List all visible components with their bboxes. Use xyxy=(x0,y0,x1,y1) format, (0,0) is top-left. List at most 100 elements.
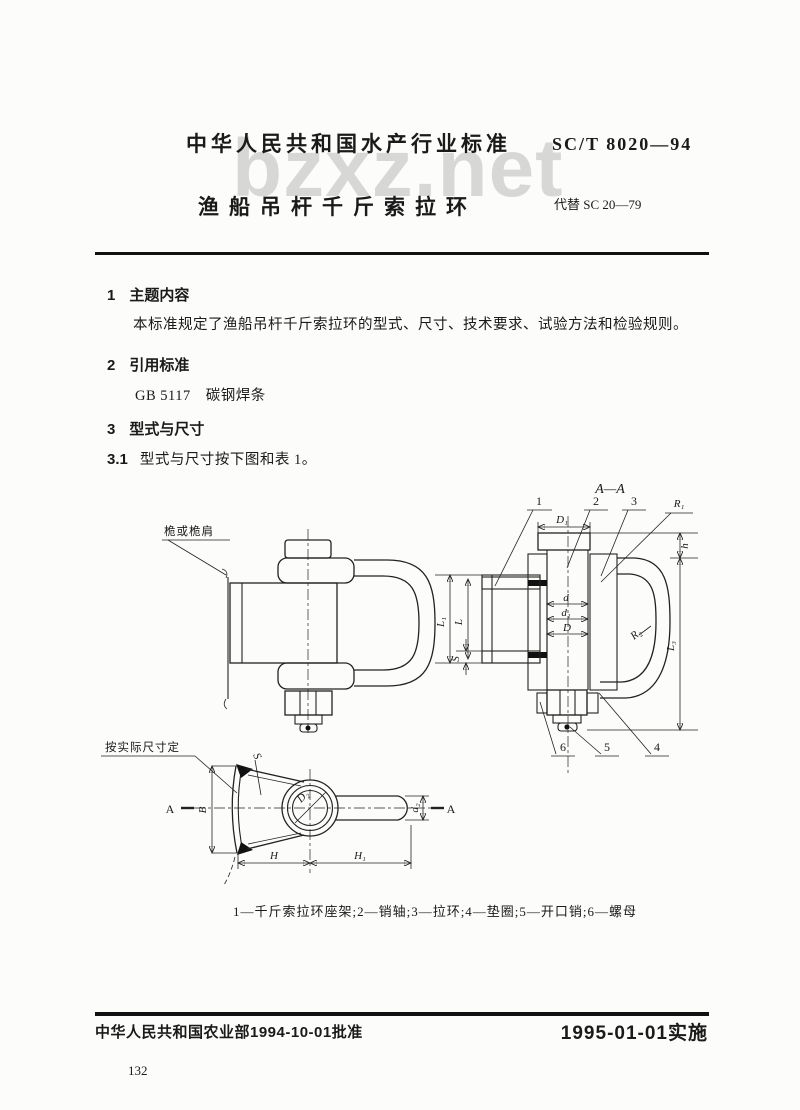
weld-band-top xyxy=(528,580,547,586)
ring-outer-contour xyxy=(354,559,436,687)
watermark-text: bzxz.net xyxy=(232,123,564,214)
frame-top-edge xyxy=(245,768,305,783)
dim-label-D: D xyxy=(562,622,571,634)
cotter-section xyxy=(557,722,578,732)
section-31-text: 型式与尺寸按下图和表 1。 xyxy=(139,452,317,468)
section-2-text: GB 5117 碳钢焊条 xyxy=(135,388,266,404)
ring-top-lug xyxy=(277,557,355,584)
callout-5: 5 xyxy=(604,740,610,754)
dim-label-d1: d₁ xyxy=(561,607,571,619)
callout-5-leader xyxy=(569,726,602,755)
washer-side-view xyxy=(294,714,323,725)
figure-side-view: 桅或桅肩 xyxy=(162,524,436,733)
dim-label-d2: d₂ xyxy=(409,803,421,813)
frame-bottom-edge-inner xyxy=(247,832,302,845)
section-31-number: 3.1 xyxy=(107,451,128,468)
s-top-leader xyxy=(254,759,262,796)
section-2-number: 2 xyxy=(107,357,116,374)
dim-label-H: H xyxy=(269,850,279,862)
section-letter-right: A xyxy=(447,802,456,816)
callout-1-leader xyxy=(494,509,534,587)
ring-bottom-lug xyxy=(277,662,355,690)
header-rule xyxy=(95,252,709,255)
ring-inner-contour xyxy=(354,575,420,671)
handle-outline xyxy=(335,795,408,821)
standard-org-title: 中华人民共和国水产行业标准 xyxy=(186,133,511,156)
seat-section-outline xyxy=(481,574,541,664)
dim-label-L: L xyxy=(453,619,465,626)
actual-size-leader xyxy=(194,755,238,794)
dim-label-S: S xyxy=(450,656,462,662)
replaces-note: 代替 SC 20—79 xyxy=(554,197,642,212)
callout-6: 6 xyxy=(560,740,566,754)
weld-corner-bottom xyxy=(237,842,253,855)
section-1-heading: 1 主题内容 xyxy=(107,284,189,305)
cotter-pin-dot xyxy=(305,725,311,731)
section-3-title: 型式与尺寸 xyxy=(129,421,205,438)
frame-top-edge-inner xyxy=(247,774,302,787)
break-line-tail xyxy=(223,856,236,886)
cotter-hole-dot xyxy=(564,724,570,730)
weld-corner-top xyxy=(236,764,253,778)
r2-leader xyxy=(638,625,652,636)
cotter-end xyxy=(299,723,318,733)
mast-label: 桅或桅肩 xyxy=(164,524,214,538)
washer-section xyxy=(552,714,582,724)
dim-label-R2: R₂ xyxy=(627,626,644,643)
nut-section xyxy=(546,689,588,716)
frame-left-edge-inner xyxy=(237,766,244,853)
pin-head-section xyxy=(537,532,591,551)
approval-note: 中华人民共和国农业部1994-10-01批准 xyxy=(95,1024,363,1041)
figure-top-view: 按实际尺寸定 D₂ S A A B H xyxy=(101,740,456,886)
frame-bottom-edge xyxy=(246,834,305,850)
ring-section-inner xyxy=(600,573,657,683)
section-title: A—A xyxy=(594,482,625,497)
dim-label-R1: R₁ xyxy=(673,498,685,510)
figure-caption: 1—千斤索拉环座架;2—销轴;3—拉环;4—垫圈;5—开口销;6—螺母 xyxy=(232,904,638,919)
section-letter-left: A xyxy=(166,802,175,816)
callout-1: 1 xyxy=(536,494,542,508)
standard-code: SC/T 8020—94 xyxy=(552,134,693,154)
actual-size-label: 按实际尺寸定 xyxy=(105,740,180,754)
dim-label-L1: L₁ xyxy=(435,617,447,628)
ring-section-outer xyxy=(600,557,671,699)
mast-break-bottom xyxy=(223,698,228,710)
callout-6-leader xyxy=(539,701,557,755)
left-hatched-boss xyxy=(527,553,548,691)
callout-2: 2 xyxy=(593,494,599,508)
dim-label-d: d xyxy=(563,592,569,604)
dim-label-B: B xyxy=(197,806,209,813)
section-1-title: 主题内容 xyxy=(129,287,190,304)
implementation-note: 1995-01-01实施 xyxy=(560,1023,708,1044)
r1-leader xyxy=(600,512,672,583)
nut-side-view xyxy=(284,690,333,716)
callout-2-leader xyxy=(566,509,591,569)
right-hatched-boss xyxy=(589,553,618,691)
seat-bottom-plate xyxy=(481,650,541,664)
dim-label-H1: H₁ xyxy=(353,850,366,862)
seat-top-plate xyxy=(481,576,541,590)
section-2-title: 引用标准 xyxy=(129,357,190,374)
section-1-text: 本标准规定了渔船吊杆千斤索拉环的型式、尺寸、技术要求、试验方法和检验规则。 xyxy=(133,317,688,333)
document-title: 渔船吊杆千斤索拉环 xyxy=(198,196,477,219)
callout-3: 3 xyxy=(631,494,637,508)
frame-left-edge-outer xyxy=(231,765,238,854)
dim-label-D1: D₁ xyxy=(555,514,568,526)
dim-label-L3: L₃ xyxy=(665,641,677,652)
dim-label-S-top: S xyxy=(250,751,263,762)
lower-lug-right xyxy=(586,692,599,714)
section-31-row: 3.1 型式与尺寸按下图和表 1。 xyxy=(107,448,317,469)
figure-section-view: A—A D₁ L₁ L S d d₁ D xyxy=(435,482,698,775)
callout-3-leader xyxy=(600,509,629,577)
section-1-number: 1 xyxy=(107,287,116,304)
weld-band-bottom xyxy=(528,652,547,658)
lower-lug-left xyxy=(536,692,548,714)
dim-label-h: h xyxy=(679,543,691,549)
callout-4: 4 xyxy=(654,740,660,754)
mast-label-leader xyxy=(167,539,227,576)
footer-rule xyxy=(95,1012,709,1016)
page-number: 132 xyxy=(128,1063,148,1078)
d2-diameter-line xyxy=(294,791,327,824)
